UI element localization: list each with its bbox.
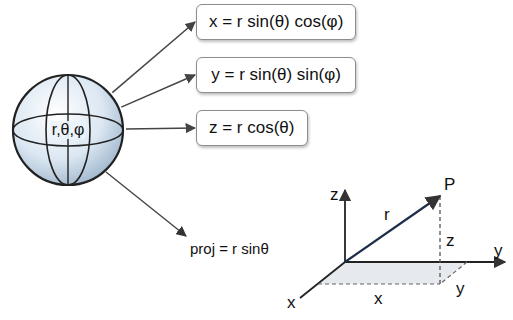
- y-axis: [345, 261, 505, 263]
- coord-label: y: [456, 280, 465, 297]
- formula-box: z = r cos(θ): [196, 110, 308, 146]
- axis-label: x: [287, 294, 296, 311]
- formula-box: y = r sin(θ) sin(φ): [196, 57, 356, 93]
- connector-arrow: [112, 22, 195, 93]
- formula-box: x = r sin(θ) cos(φ): [196, 4, 356, 40]
- radius-label: r: [384, 206, 390, 223]
- axis-label: y: [494, 242, 503, 259]
- formula-text: x = r sin(θ) cos(φ): [209, 12, 343, 32]
- dash-z: [439, 196, 440, 284]
- formula-text: y = r sin(θ) sin(φ): [211, 65, 341, 85]
- dash-x: [318, 283, 440, 284]
- r-vector: [345, 196, 440, 262]
- point-label: P: [444, 176, 455, 193]
- sphere-label: r,θ,φ: [50, 121, 87, 139]
- connector-arrow: [121, 75, 195, 107]
- coord-label: x: [374, 290, 383, 307]
- formula-text: z = r cos(θ): [209, 118, 295, 138]
- pointer-arrow: [106, 172, 186, 236]
- axis-label: z: [330, 186, 339, 203]
- height-label: z: [446, 232, 455, 249]
- z-axis: [344, 190, 346, 262]
- projection-label: proj = r sinθ: [188, 240, 271, 257]
- x-axis: [300, 262, 345, 298]
- sphere-node: r,θ,φ: [10, 72, 126, 188]
- connector-arrow: [126, 128, 195, 129]
